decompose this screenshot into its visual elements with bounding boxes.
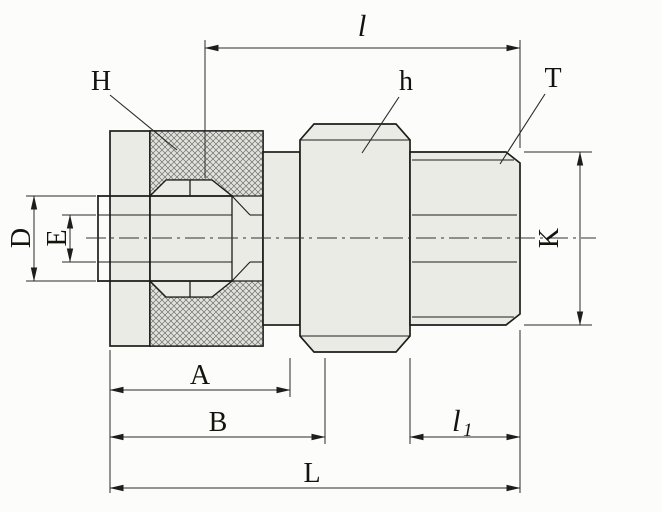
seat-cone-line-bottom xyxy=(231,261,251,282)
leader-line-h xyxy=(361,96,400,154)
dim-label-K: K xyxy=(534,228,565,248)
dim-label-A: A xyxy=(190,360,211,391)
callout-label-H: H xyxy=(91,66,111,97)
dimensions: l H h T D E K A B xyxy=(6,8,592,493)
dim-label-D: D xyxy=(6,228,37,248)
dim-label-l1-subscript: 1 xyxy=(463,420,473,441)
leader-line-H xyxy=(109,94,178,151)
seat-cone-line-top xyxy=(231,195,251,216)
dim-label-l1-base: l xyxy=(452,403,461,438)
dim-label-E: E xyxy=(42,229,73,246)
dim-label-B: B xyxy=(209,407,228,438)
callout-label-T: T xyxy=(544,63,561,94)
leader-line-T xyxy=(499,93,546,165)
fitting-body-geometry xyxy=(86,123,596,353)
dim-label-l: l xyxy=(358,8,367,43)
dim-label-L: L xyxy=(303,458,320,489)
callout-label-h: h xyxy=(399,66,413,97)
